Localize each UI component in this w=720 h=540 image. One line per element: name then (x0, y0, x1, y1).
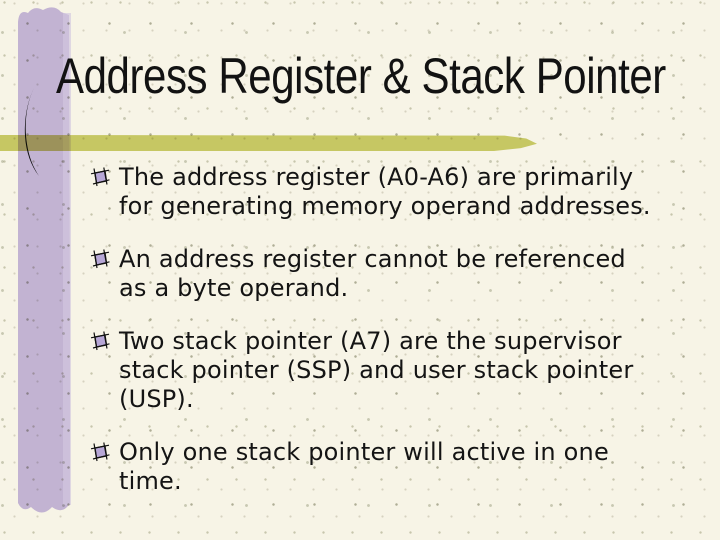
doodle-square-bullet-icon (90, 442, 110, 462)
doodle-square-bullet-icon (90, 249, 110, 269)
bullet-text: Only one stack pointer will active in on… (119, 438, 609, 495)
bullet-text: Two stack pointer (A7) are the superviso… (119, 327, 634, 413)
bullet-text: An address register cannot be referenced… (119, 245, 626, 302)
bullet-item: The address register (A0-A6) are primari… (90, 163, 708, 221)
bullet-item: Only one stack pointer will active in on… (90, 438, 708, 496)
doodle-square-bullet-icon (90, 331, 110, 351)
bullet-item: Two stack pointer (A7) are the superviso… (90, 327, 708, 414)
bullet-item: An address register cannot be referenced… (90, 245, 708, 303)
title-underline-stroke (0, 135, 537, 151)
slide-title: Address Register & Stack Pointer (56, 48, 666, 104)
doodle-square-bullet-icon (90, 167, 110, 187)
bullet-list: The address register (A0-A6) are primari… (90, 163, 708, 520)
bullet-text: The address register (A0-A6) are primari… (119, 163, 651, 220)
